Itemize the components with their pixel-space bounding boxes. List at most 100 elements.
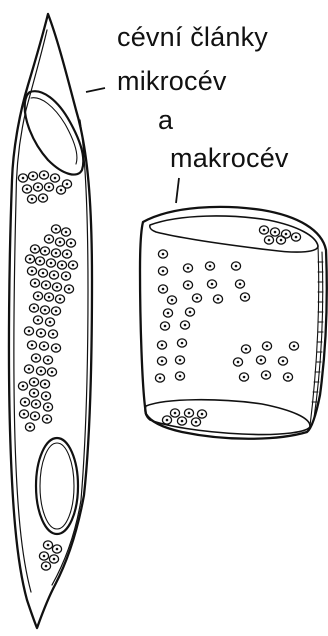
pit bbox=[29, 389, 38, 397]
pit bbox=[35, 257, 44, 265]
pit bbox=[18, 174, 27, 182]
pit bbox=[241, 345, 250, 353]
pit bbox=[33, 292, 42, 300]
pit bbox=[39, 552, 48, 560]
pit bbox=[43, 403, 52, 411]
pit bbox=[47, 368, 56, 376]
pit bbox=[235, 280, 244, 288]
pit bbox=[261, 371, 270, 379]
micro-leader-line bbox=[86, 88, 105, 92]
pit bbox=[283, 373, 292, 381]
pit bbox=[61, 272, 70, 280]
pit bbox=[262, 342, 271, 350]
pit bbox=[185, 308, 194, 316]
pit bbox=[55, 238, 64, 246]
pit bbox=[44, 293, 53, 301]
pit bbox=[160, 322, 169, 330]
pit bbox=[43, 356, 52, 364]
pit bbox=[207, 280, 216, 288]
pit bbox=[157, 357, 166, 365]
bordered-pits bbox=[18, 171, 300, 570]
pit bbox=[62, 250, 71, 258]
pit bbox=[158, 285, 167, 293]
micro-vessel-label: mikrocév bbox=[117, 68, 227, 95]
pit bbox=[51, 344, 60, 352]
pit bbox=[197, 410, 206, 418]
pit bbox=[289, 342, 298, 350]
pit bbox=[183, 281, 192, 289]
pit bbox=[51, 307, 60, 315]
pit bbox=[40, 380, 49, 388]
pit bbox=[44, 235, 53, 243]
pit bbox=[30, 245, 39, 253]
pit bbox=[49, 555, 58, 563]
pit bbox=[175, 372, 184, 380]
narrow-vessel-lower-perforation-rim bbox=[40, 443, 74, 529]
pit bbox=[276, 236, 285, 244]
pit bbox=[42, 415, 51, 423]
pit bbox=[264, 236, 273, 244]
pit bbox=[19, 410, 28, 418]
pit bbox=[31, 400, 40, 408]
pit bbox=[29, 378, 38, 386]
pit bbox=[39, 171, 48, 179]
pit bbox=[170, 409, 179, 417]
pit bbox=[281, 230, 290, 238]
pit bbox=[41, 392, 50, 400]
pit bbox=[57, 261, 66, 269]
pit bbox=[27, 195, 36, 203]
pit bbox=[33, 316, 42, 324]
pit bbox=[41, 562, 50, 570]
narrow-vessel-lower-perforation bbox=[36, 438, 78, 534]
pit bbox=[50, 174, 59, 182]
pit bbox=[158, 267, 167, 275]
pit bbox=[259, 226, 268, 234]
pit bbox=[68, 261, 77, 269]
pit bbox=[46, 259, 55, 267]
pit bbox=[25, 423, 34, 431]
pit bbox=[256, 356, 265, 364]
pit bbox=[64, 285, 73, 293]
pit bbox=[51, 225, 60, 233]
pit bbox=[177, 417, 186, 425]
pit bbox=[56, 186, 65, 194]
pit bbox=[291, 233, 300, 241]
pit bbox=[41, 281, 50, 289]
pit bbox=[167, 296, 176, 304]
pit bbox=[158, 250, 167, 258]
pit bbox=[162, 416, 171, 424]
pit bbox=[48, 330, 57, 338]
pit bbox=[192, 294, 201, 302]
pit bbox=[20, 398, 29, 406]
pit bbox=[36, 367, 45, 375]
pit bbox=[43, 541, 52, 549]
pit bbox=[30, 412, 39, 420]
pit bbox=[45, 318, 54, 326]
pit bbox=[55, 295, 64, 303]
pit bbox=[270, 228, 279, 236]
title-label: cévní články bbox=[117, 24, 268, 51]
macro-vessel-label: makrocév bbox=[170, 145, 289, 172]
pit bbox=[36, 329, 45, 337]
pit bbox=[183, 264, 192, 272]
pit bbox=[33, 183, 42, 191]
pit bbox=[39, 342, 48, 350]
pit bbox=[278, 357, 287, 365]
pit bbox=[25, 255, 34, 263]
pit bbox=[239, 373, 248, 381]
pit bbox=[29, 304, 38, 312]
pit bbox=[38, 194, 47, 202]
macro-leader-line bbox=[176, 178, 179, 203]
pit bbox=[31, 354, 40, 362]
pit bbox=[240, 293, 249, 301]
pit bbox=[38, 269, 47, 277]
pit bbox=[40, 306, 49, 314]
conjunction-label: a bbox=[158, 107, 173, 134]
pit bbox=[233, 358, 242, 366]
pit bbox=[40, 247, 49, 255]
pit bbox=[213, 295, 222, 303]
pit bbox=[24, 327, 33, 335]
pit bbox=[157, 341, 166, 349]
pit bbox=[184, 409, 193, 417]
pit bbox=[51, 249, 60, 257]
